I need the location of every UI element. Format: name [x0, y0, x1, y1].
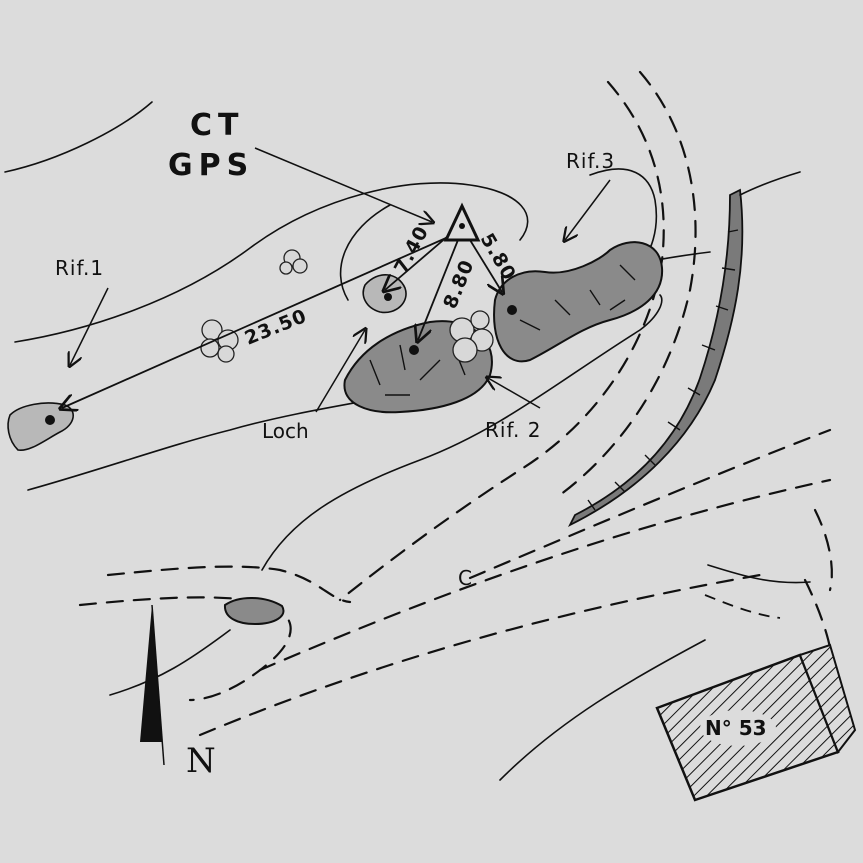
distance-rif2: 8.80: [439, 256, 478, 311]
north-arrow-icon: [140, 604, 165, 766]
house-number-label: N° 53: [705, 716, 767, 740]
shrubs: [200, 249, 494, 363]
distance-rif3: 5.80: [476, 230, 520, 285]
triangle-survey-point-icon: [443, 202, 481, 242]
north-label: N: [186, 741, 216, 781]
rif3-label: Rif.3: [566, 149, 615, 173]
measurement-lines: [62, 235, 502, 408]
shrub-icon: [449, 310, 494, 363]
gps-label: GPS: [168, 148, 254, 183]
leader-arrows: [70, 147, 611, 413]
distance-rif1: 23.50: [242, 305, 311, 350]
road-c-label: C: [458, 566, 472, 590]
shrub-icon: [279, 249, 308, 275]
stone-wall: [567, 171, 801, 528]
rock-rif1: [7, 402, 74, 451]
loch-label: Loch: [262, 419, 309, 443]
shrub-icon: [200, 319, 239, 363]
distance-loch: 7.40: [390, 222, 433, 277]
roads: [78, 70, 834, 737]
contour-lines: [4, 101, 711, 781]
building-53: [655, 643, 857, 802]
rock-small-south: [223, 597, 285, 626]
ct-label: CT: [190, 108, 244, 143]
fence-line: [707, 564, 811, 584]
rif1-label: Rif.1: [55, 256, 104, 280]
rock-rif3-outcrop: [493, 241, 664, 363]
rif2-label: Rif. 2: [485, 418, 541, 442]
